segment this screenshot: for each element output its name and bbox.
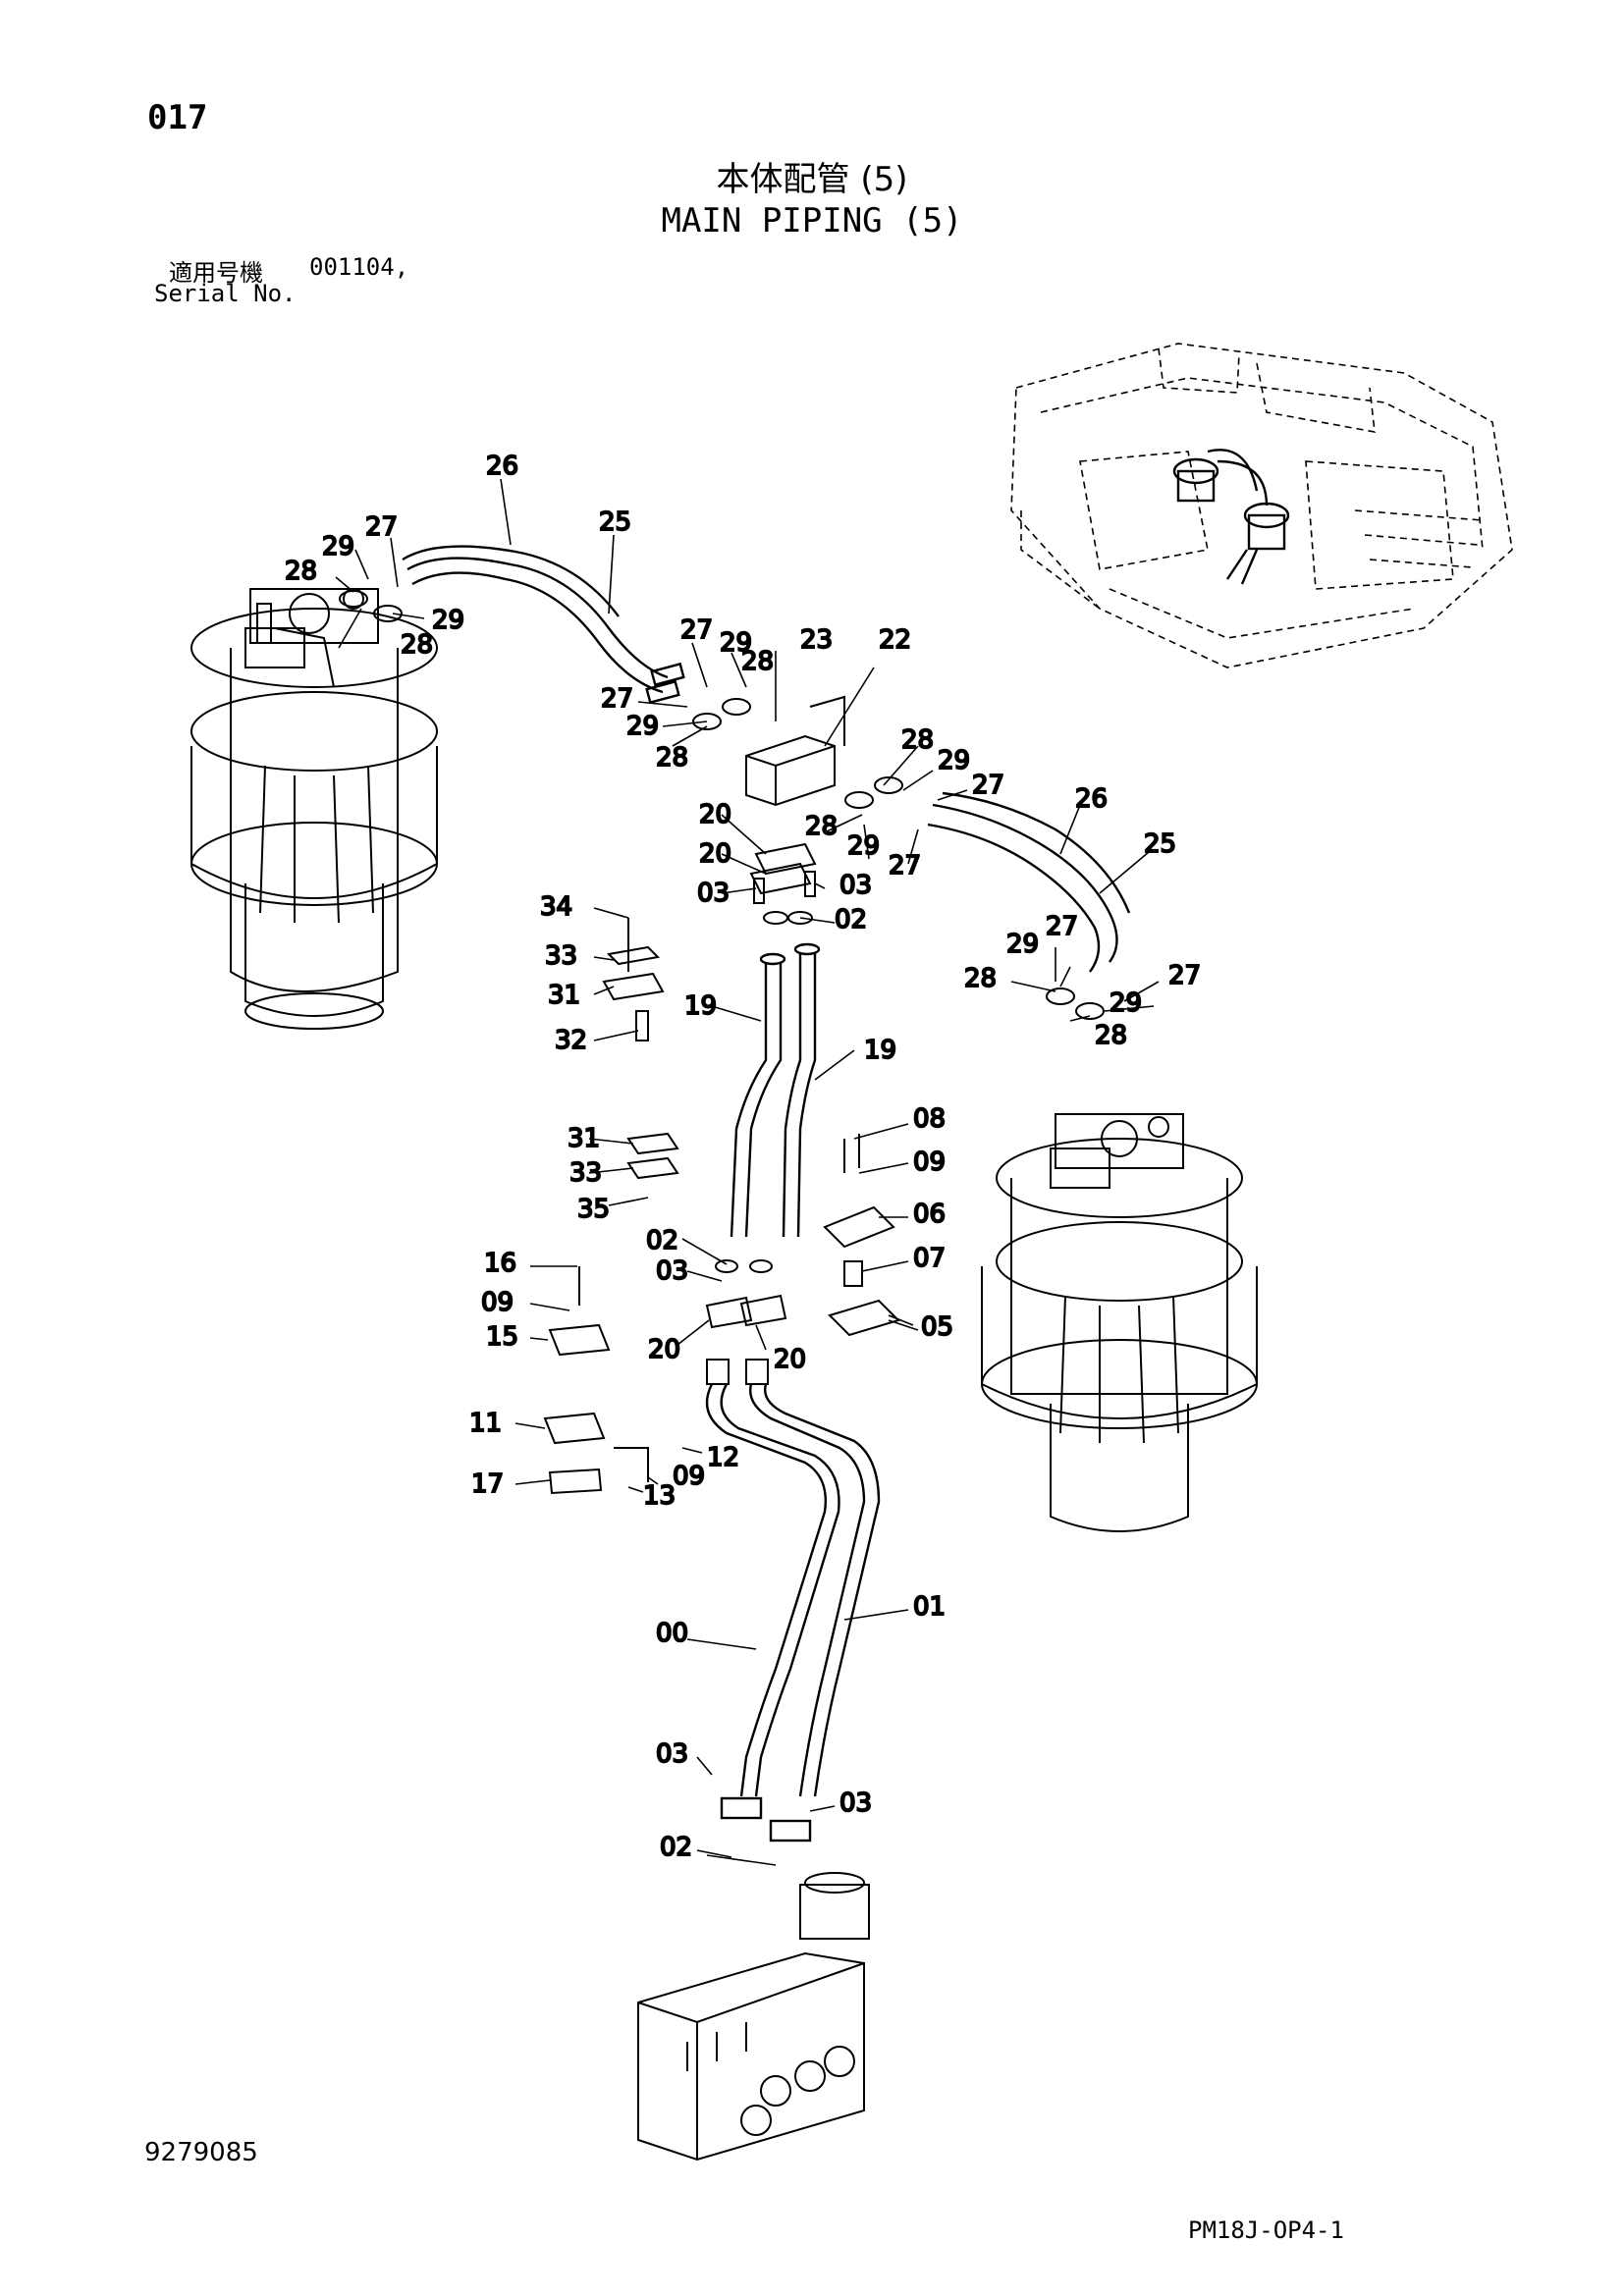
callout: 20: [648, 1335, 680, 1364]
callout: 25: [599, 507, 631, 537]
callout: 28: [741, 647, 774, 676]
callout: 16: [484, 1249, 516, 1278]
callout: 27: [1168, 961, 1201, 990]
callout: 17: [471, 1469, 504, 1499]
callout: 02: [835, 905, 867, 934]
control-valve: [637, 1872, 870, 2162]
swing-motor-right: [981, 1113, 1258, 1532]
flange-joints: [339, 590, 1105, 1020]
callout: 20: [699, 800, 731, 829]
sheet-code: PM18J-OP4-1: [1188, 2216, 1344, 2244]
callout: 28: [656, 743, 688, 773]
callout: 31: [548, 981, 580, 1010]
callout: 11: [469, 1409, 502, 1438]
pipes-00-01: [705, 1383, 881, 1842]
callout: 29: [847, 831, 880, 861]
title-japanese: 本体配管 (5): [716, 160, 908, 199]
callout: 34: [540, 892, 572, 922]
callout: 25: [1144, 829, 1176, 859]
clamps-upper: [749, 842, 817, 925]
callout: 19: [684, 991, 717, 1021]
callout: 09: [481, 1288, 514, 1317]
callout: 33: [545, 941, 577, 971]
callout: 29: [626, 712, 659, 741]
callout: 08: [913, 1104, 946, 1134]
title-english: MAIN PIPING (5): [661, 201, 963, 240]
callout: 12: [707, 1443, 739, 1472]
callout: 29: [432, 606, 464, 635]
callout: 03: [839, 1789, 872, 1818]
serial-label-english: Serial No.: [154, 280, 297, 307]
callout: 03: [656, 1739, 688, 1769]
callout: 22: [879, 625, 911, 655]
callout: 27: [1046, 912, 1078, 941]
callout: 07: [913, 1244, 946, 1273]
swing-motor-left: [190, 588, 438, 1030]
hoses-19: [730, 942, 821, 1238]
drawing-number: 9279085: [144, 2138, 258, 2167]
callout: 33: [569, 1158, 602, 1188]
page-number: 017: [147, 98, 208, 137]
callout: 23: [800, 625, 833, 655]
clamps-lower: [705, 1259, 787, 1385]
callout: 20: [774, 1345, 806, 1374]
callout: 03: [697, 879, 730, 908]
callout: 28: [285, 557, 317, 586]
inset-machine-view: [1010, 343, 1513, 668]
callout: 28: [1095, 1021, 1127, 1050]
hoses-right: [927, 791, 1131, 973]
callout: 27: [601, 684, 633, 714]
callout: 15: [486, 1322, 518, 1352]
callout: 29: [322, 532, 354, 561]
callout: 02: [660, 1833, 692, 1862]
callout: 27: [889, 851, 921, 881]
callout: 09: [913, 1148, 946, 1177]
serial-label-japanese: 適用号機: [169, 259, 263, 287]
hoses-upper-left: [402, 545, 685, 705]
callout: 29: [1110, 988, 1142, 1018]
bracket-parts-right: [823, 1134, 900, 1337]
callout: 03: [839, 871, 872, 900]
clamp-parts-left: [543, 918, 679, 1495]
inset-motor-highlight: [1172, 449, 1290, 585]
leader-lines: [335, 478, 1160, 1866]
callout: 27: [680, 615, 713, 645]
callout: 13: [643, 1481, 676, 1511]
callout: 03: [656, 1256, 688, 1286]
callout: 01: [913, 1592, 946, 1622]
callout: 35: [577, 1195, 610, 1224]
callout: 27: [972, 771, 1004, 800]
callout: 00: [656, 1619, 688, 1648]
callout: 29: [938, 746, 970, 775]
callout: 19: [864, 1036, 896, 1065]
callout: 29: [720, 628, 752, 658]
callout: 32: [555, 1026, 587, 1055]
callout: 29: [1006, 930, 1039, 959]
callout: 26: [1075, 784, 1108, 814]
callout: 20: [699, 839, 731, 869]
callout: 28: [964, 964, 997, 993]
block-22: [745, 695, 845, 807]
callout: 31: [568, 1124, 600, 1153]
callout: 26: [486, 452, 518, 481]
serial-value: 001104,: [309, 253, 409, 281]
callout: 05: [921, 1312, 953, 1342]
callout-labels: 26 25 29 27 28 29 28 27 29 23 22 27 29 2…: [284, 451, 1202, 1863]
callout: 09: [673, 1462, 705, 1491]
callout: 28: [901, 725, 934, 755]
callout: 28: [401, 630, 433, 660]
callout: 27: [365, 512, 398, 542]
callout: 02: [646, 1226, 678, 1255]
callout: 28: [805, 812, 838, 841]
callout: 06: [913, 1200, 946, 1229]
